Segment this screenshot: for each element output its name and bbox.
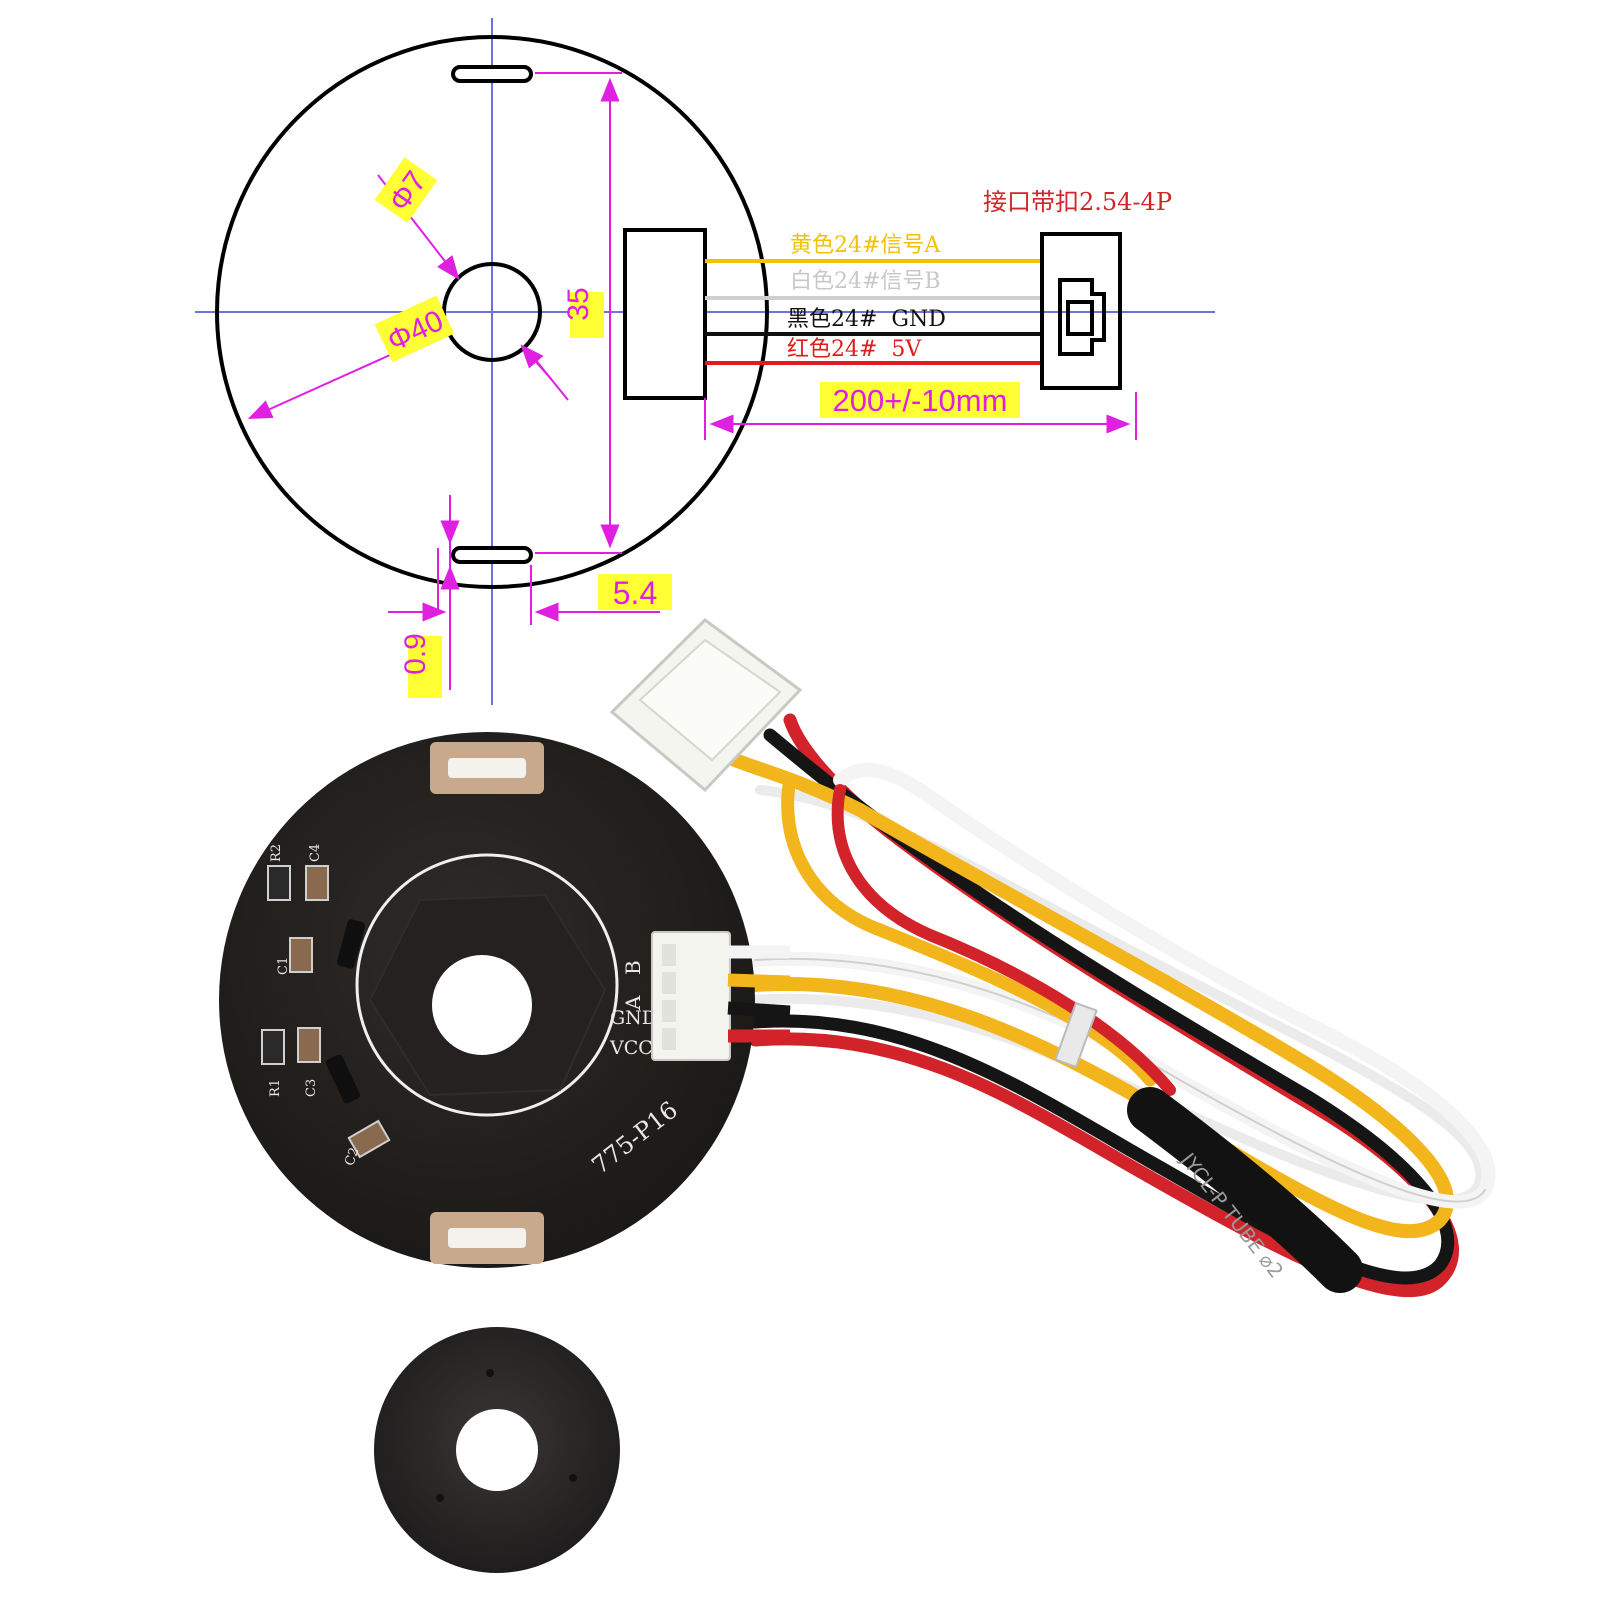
connector-label: 接口带扣2.54-4P <box>983 188 1172 216</box>
cable-length-label: 200+/-10mm <box>833 383 1008 418</box>
wire-label-black: 黑色24# GND <box>787 307 946 332</box>
wire-label-white: 白色24#信号B <box>790 269 941 294</box>
washer <box>374 1327 620 1573</box>
cable-length-highlight <box>820 382 1020 418</box>
washer-hole <box>456 1409 538 1491</box>
cable-bundle: JYCL-P TUBE ⌀2 <box>728 713 1496 1298</box>
dim-5-4-highlight <box>598 574 672 610</box>
dim-0-9-label: 0.9 <box>399 633 432 675</box>
pin-label-gnd: GND <box>610 1007 657 1029</box>
silk-c3: C3 <box>304 1079 319 1097</box>
silk-c2: C2 <box>342 1146 362 1168</box>
dim-35-highlight <box>570 292 604 338</box>
top-slot <box>451 65 533 83</box>
plug-connector <box>1040 232 1122 390</box>
pin-label-a: A <box>621 995 645 1011</box>
dim-35 <box>535 72 622 554</box>
technical-drawing: Φ7 Φ40 35 5.4 0.9 <box>195 18 1215 705</box>
silk-r1: R1 <box>268 1079 283 1097</box>
phi40-highlight <box>374 295 455 363</box>
phi7-highlight <box>374 157 438 223</box>
pcb-silk-ring <box>355 853 619 1117</box>
dim-35-label: 35 <box>562 287 595 320</box>
pcb-wire-exit <box>727 945 791 1043</box>
pin-label-b: B <box>621 960 645 975</box>
wire-label-red: 红色24# 5V <box>787 337 922 362</box>
dim-5-4 <box>388 495 660 690</box>
pcb-connector <box>651 931 731 1061</box>
pcb-board: R2 C4 C1 R1 C3 C2 A B GND VCC 775-P16 <box>219 732 791 1268</box>
dim-0-9-highlight <box>408 636 442 698</box>
pin-label-vcc: VCC <box>609 1037 653 1059</box>
silk-r2: R2 <box>269 844 284 862</box>
plug-housing <box>609 618 803 793</box>
board-connector-outline <box>623 228 707 400</box>
bottom-slot <box>451 546 533 564</box>
silk-c1: C1 <box>276 957 291 975</box>
wire-lines <box>705 259 1040 365</box>
cable-length-dimension <box>704 392 1137 440</box>
pcb-components <box>261 865 391 1159</box>
dim-5-4-label: 5.4 <box>613 575 657 611</box>
silk-c4: C4 <box>308 844 323 862</box>
disc-outline <box>215 35 769 589</box>
pcb-center-hole <box>432 955 532 1055</box>
wire-label-yellow: 黄色24#信号A <box>790 233 941 258</box>
